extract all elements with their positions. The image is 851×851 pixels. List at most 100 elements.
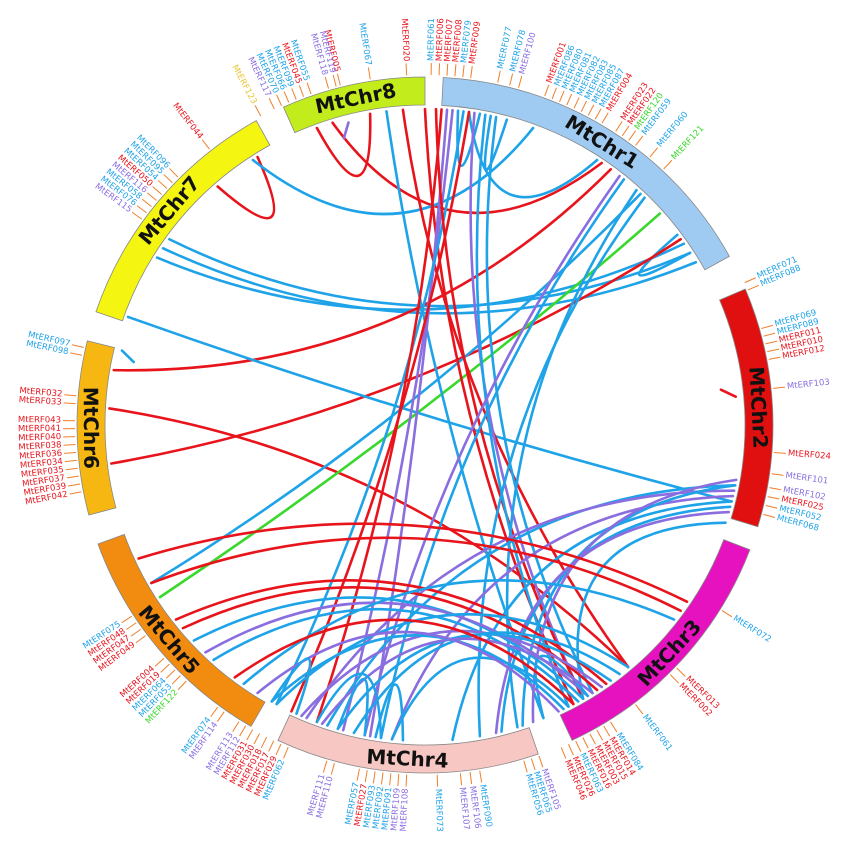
gene-label: MtERF040 bbox=[18, 432, 61, 443]
gene-tick bbox=[268, 740, 275, 752]
synteny-link bbox=[390, 494, 735, 741]
gene-tick bbox=[163, 174, 173, 184]
synteny-link bbox=[137, 522, 689, 604]
synteny-link bbox=[485, 115, 594, 695]
gene-tick bbox=[160, 663, 170, 673]
chromosome-block bbox=[282, 76, 426, 134]
gene-tick bbox=[298, 85, 305, 97]
gene-tick bbox=[336, 73, 341, 86]
gene-tick bbox=[121, 615, 133, 624]
gene-tick bbox=[596, 729, 604, 741]
gene-tick bbox=[649, 147, 659, 158]
gene-tick bbox=[568, 744, 574, 756]
gene-label: MtERF101 bbox=[785, 471, 829, 487]
gene-tick bbox=[260, 736, 268, 749]
gene-tick bbox=[560, 747, 567, 759]
gene-tick bbox=[405, 63, 408, 76]
synteny-link bbox=[110, 237, 682, 465]
synteny-link bbox=[275, 612, 630, 706]
gene-tick bbox=[582, 737, 589, 749]
synteny-link bbox=[494, 510, 731, 735]
synteny-link bbox=[275, 110, 465, 706]
synteny-link bbox=[315, 112, 372, 178]
gene-label: MtERF043 bbox=[18, 415, 61, 426]
synteny-link bbox=[300, 629, 604, 718]
gene-tick bbox=[283, 746, 289, 759]
gene-tick bbox=[171, 675, 181, 685]
gene-label: MtERF061 bbox=[640, 713, 674, 753]
gene-tick bbox=[141, 198, 152, 208]
chromosome-block bbox=[441, 77, 730, 271]
gene-tick bbox=[446, 63, 449, 76]
gene-tick bbox=[389, 773, 392, 786]
gene-tick bbox=[70, 352, 83, 356]
gene-tick bbox=[268, 98, 275, 110]
synteny-link bbox=[270, 634, 565, 711]
synteny-link bbox=[451, 500, 733, 742]
synteny-link bbox=[385, 110, 545, 720]
intra-link-mark bbox=[719, 388, 738, 399]
gene-label: MtERF020 bbox=[399, 18, 411, 62]
gene-tick bbox=[566, 93, 573, 106]
gene-tick bbox=[64, 394, 77, 397]
gene-tick bbox=[364, 770, 368, 783]
gene-tick bbox=[470, 66, 473, 79]
gene-tick bbox=[767, 496, 780, 500]
gene-tick bbox=[397, 773, 400, 787]
gene-tick bbox=[154, 657, 165, 667]
gene-tick bbox=[580, 100, 587, 112]
gene-label: MtERF036 bbox=[19, 449, 63, 462]
gene-tick bbox=[332, 74, 337, 87]
gene-label: MtERF107 bbox=[457, 787, 471, 831]
gene-label: MtERF008 bbox=[451, 19, 465, 63]
gene-tick bbox=[131, 211, 143, 220]
gene-tick bbox=[372, 771, 376, 784]
gene-tick bbox=[635, 704, 644, 715]
gene-tick bbox=[239, 725, 247, 737]
chromosome-block bbox=[97, 533, 266, 727]
chromosome-block bbox=[76, 340, 117, 516]
gene-tick bbox=[253, 733, 261, 745]
gene-tick bbox=[497, 70, 501, 83]
gene-label: MtERF006 bbox=[435, 18, 447, 61]
gene-label: MtERF072 bbox=[731, 614, 773, 645]
gene-tick bbox=[69, 491, 82, 495]
gene-tick bbox=[538, 755, 544, 768]
gene-tick bbox=[603, 725, 611, 737]
gene-tick bbox=[381, 772, 384, 785]
gene-label: MtERF032 bbox=[19, 386, 63, 400]
synteny-link bbox=[637, 233, 692, 277]
synteny-link bbox=[390, 656, 570, 741]
gene-label: MtERF007 bbox=[443, 18, 456, 62]
gene-tick bbox=[177, 680, 187, 691]
chromosome-block bbox=[277, 714, 539, 774]
gene-tick bbox=[68, 483, 81, 487]
gene-tick bbox=[628, 130, 637, 141]
gene-tick bbox=[367, 67, 371, 80]
gene-tick bbox=[621, 125, 630, 137]
gene-label: MtERF073 bbox=[433, 789, 444, 832]
gene-label: MtERF038 bbox=[18, 440, 62, 452]
gene-tick bbox=[330, 762, 335, 775]
gene-label: MtERF067 bbox=[356, 22, 373, 66]
gene-tick bbox=[530, 758, 536, 771]
synteny-link bbox=[112, 168, 613, 372]
synteny-link bbox=[126, 315, 733, 503]
intra-chromosome-marks bbox=[120, 121, 738, 399]
gene-tick bbox=[747, 284, 760, 291]
gene-tick bbox=[773, 386, 786, 389]
gene-tick bbox=[523, 760, 528, 773]
synteny-link bbox=[469, 111, 585, 700]
gene-tick bbox=[169, 168, 179, 178]
chromosome-label: MtChr6 bbox=[79, 387, 104, 469]
gene-tick bbox=[146, 192, 157, 201]
gene-tick bbox=[216, 711, 225, 722]
gene-tick bbox=[166, 669, 176, 679]
gene-tick bbox=[126, 622, 137, 630]
gene-tick bbox=[559, 90, 565, 103]
gene-tick bbox=[763, 332, 776, 337]
synteny-link bbox=[181, 586, 599, 692]
chromosome-block bbox=[559, 539, 751, 741]
